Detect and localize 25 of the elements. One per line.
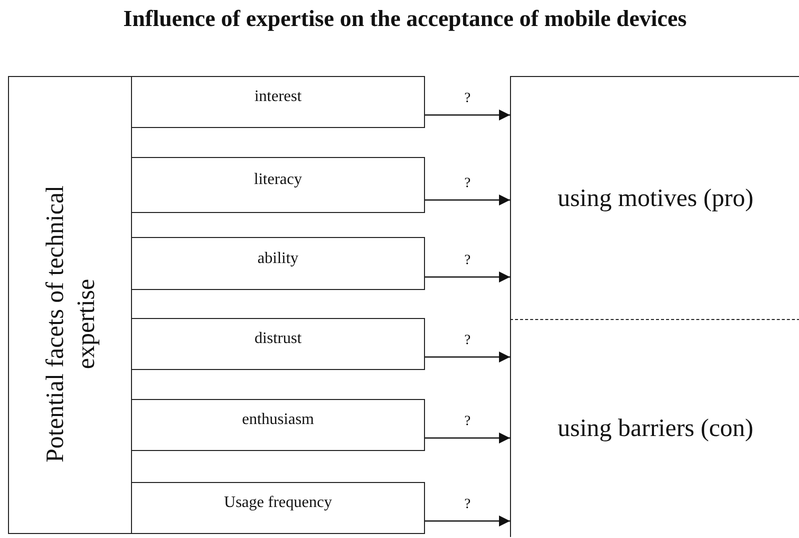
facet-box <box>131 482 425 534</box>
facet-box <box>131 399 425 451</box>
rotated-heading: Potential facets of technical expertise <box>41 184 101 464</box>
facet-label: enthusiasm <box>242 411 314 429</box>
outcome-label: using barriers (con) <box>558 414 754 444</box>
facet-box <box>131 237 425 290</box>
facet-label: literacy <box>254 171 302 189</box>
arrow <box>425 352 510 362</box>
group-box <box>8 76 132 534</box>
diagram-title: Influence of expertise on the acceptance of mobile devices <box>122 5 688 33</box>
arrow <box>425 516 510 526</box>
facet-box <box>131 76 425 128</box>
outcome-panel <box>510 76 799 319</box>
facet-label: ability <box>258 250 298 268</box>
facet-label: interest <box>254 88 302 106</box>
arrow <box>425 194 510 206</box>
facet-label: Usage frequency <box>224 494 332 512</box>
arrow <box>425 272 510 282</box>
facet-label: distrust <box>254 330 302 348</box>
arrow <box>425 432 510 444</box>
outcome-label: using motives (pro) <box>558 184 754 214</box>
arrow <box>425 110 510 120</box>
outcome-panel <box>510 319 799 537</box>
facet-box <box>131 157 425 213</box>
facet-box <box>131 318 425 370</box>
